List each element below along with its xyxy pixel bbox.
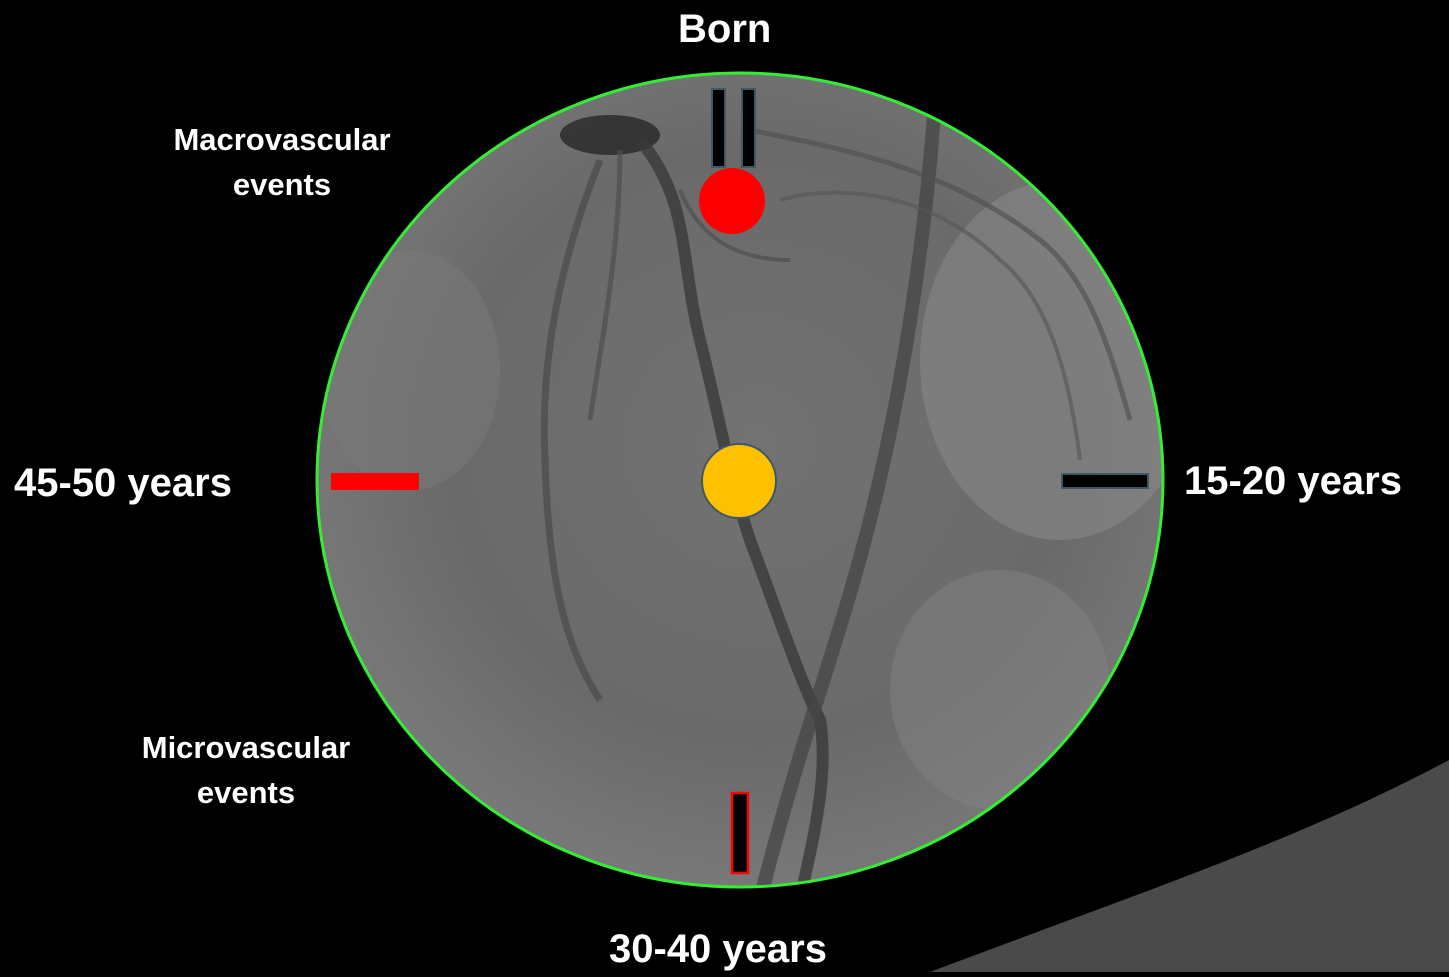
label-macrovascular-events: Macrovascular events <box>148 118 416 208</box>
microvascular-line-1: Microvascular <box>117 726 375 771</box>
red-dot-hand-icon <box>699 168 765 234</box>
tick-45-50 <box>331 473 419 490</box>
tick-born-right <box>742 89 755 167</box>
macrovascular-line-2: events <box>148 163 416 208</box>
label-15-20-years: 15-20 years <box>1184 461 1402 501</box>
tick-30-40 <box>732 793 748 873</box>
microvascular-line-2: events <box>117 771 375 816</box>
tick-15-20 <box>1062 474 1148 488</box>
macrovascular-line-1: Macrovascular <box>148 118 416 163</box>
label-microvascular-events: Microvascular events <box>117 726 375 816</box>
yellow-center-dot-icon <box>702 444 776 518</box>
tick-born-left <box>712 89 725 167</box>
label-born: Born <box>678 9 771 49</box>
label-30-40-years: 30-40 years <box>609 929 827 969</box>
label-45-50-years: 45-50 years <box>14 463 232 503</box>
